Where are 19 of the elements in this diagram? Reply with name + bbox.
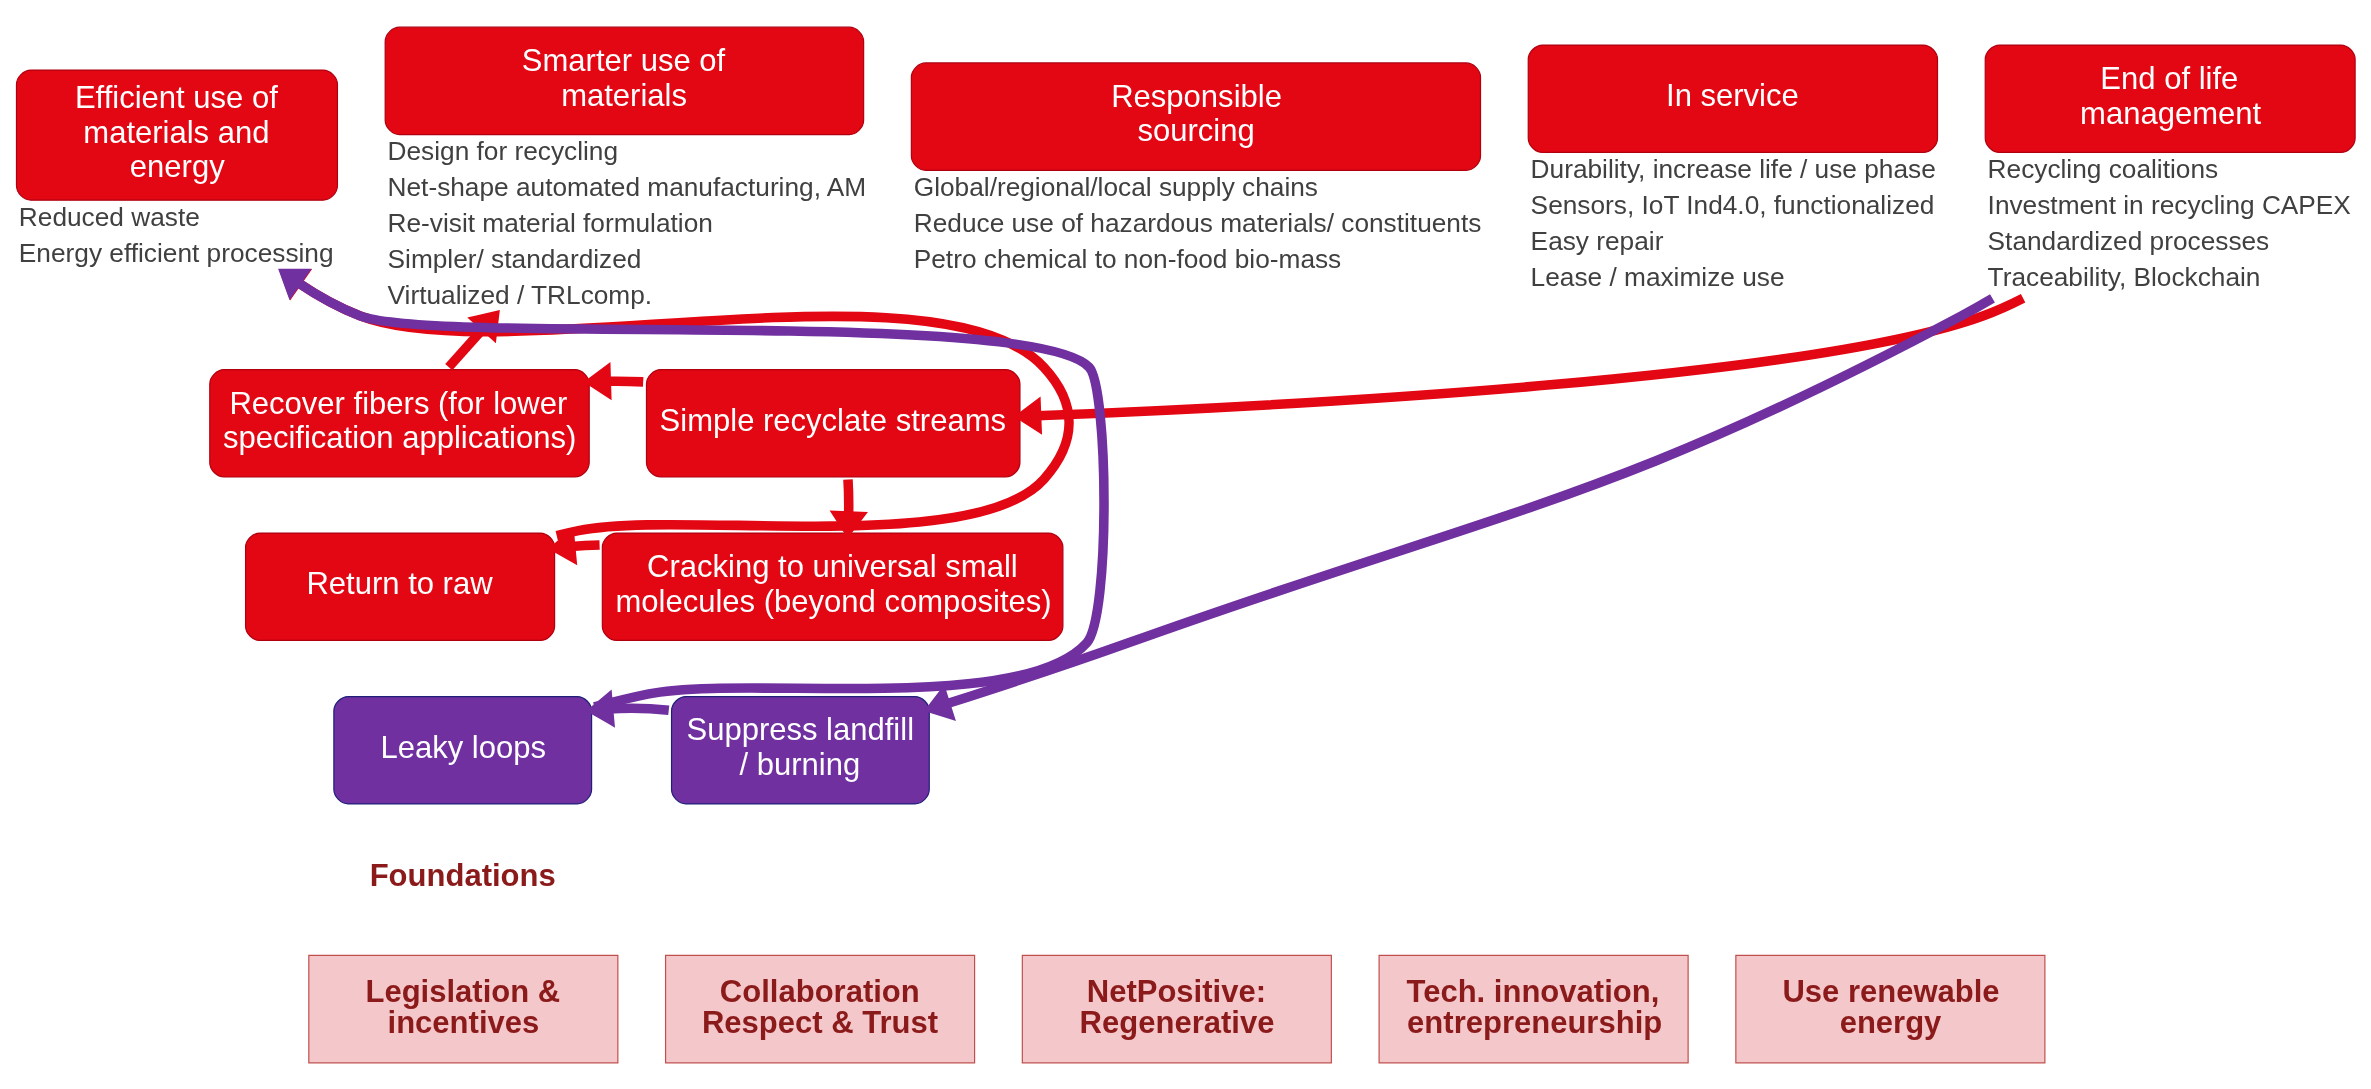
node-label: Investment in recycling CAPEX bbox=[1987, 189, 2351, 220]
node-label: Virtualized / TRLcomp. bbox=[387, 279, 653, 309]
node-label: Petro chemical to non-food bio-mass bbox=[913, 243, 1342, 274]
node-label: Traceability, Blockchain bbox=[1987, 261, 2261, 292]
node-label: Reduce use of hazardous materials/ constituents bbox=[913, 207, 1482, 238]
node-label: Reduced waste bbox=[18, 201, 200, 232]
node-label: Energy efficient processing bbox=[18, 237, 334, 268]
label: Foundations bbox=[369, 857, 556, 893]
node-label: Durability, increase life / use phase bbox=[1530, 153, 1936, 184]
node-label: Sensors, IoT Ind4.0, functionalized bbox=[1530, 189, 1935, 220]
node-label: Global/regional/local supply chains bbox=[913, 171, 1318, 202]
node-label: Design for recycling bbox=[387, 135, 619, 166]
node-label: Easy repair bbox=[1530, 225, 1664, 256]
node-label: Net-shape automated manufacturing, AM bbox=[387, 171, 867, 202]
node-label: Recycling coalitions bbox=[1987, 153, 2219, 184]
node-label: Lease / maximize use bbox=[1530, 261, 1785, 292]
node-label: Standardized processes bbox=[1987, 225, 2270, 256]
node-label: Simpler/ standardized bbox=[387, 243, 642, 274]
node-label: Re-visit material formulation bbox=[387, 207, 713, 238]
